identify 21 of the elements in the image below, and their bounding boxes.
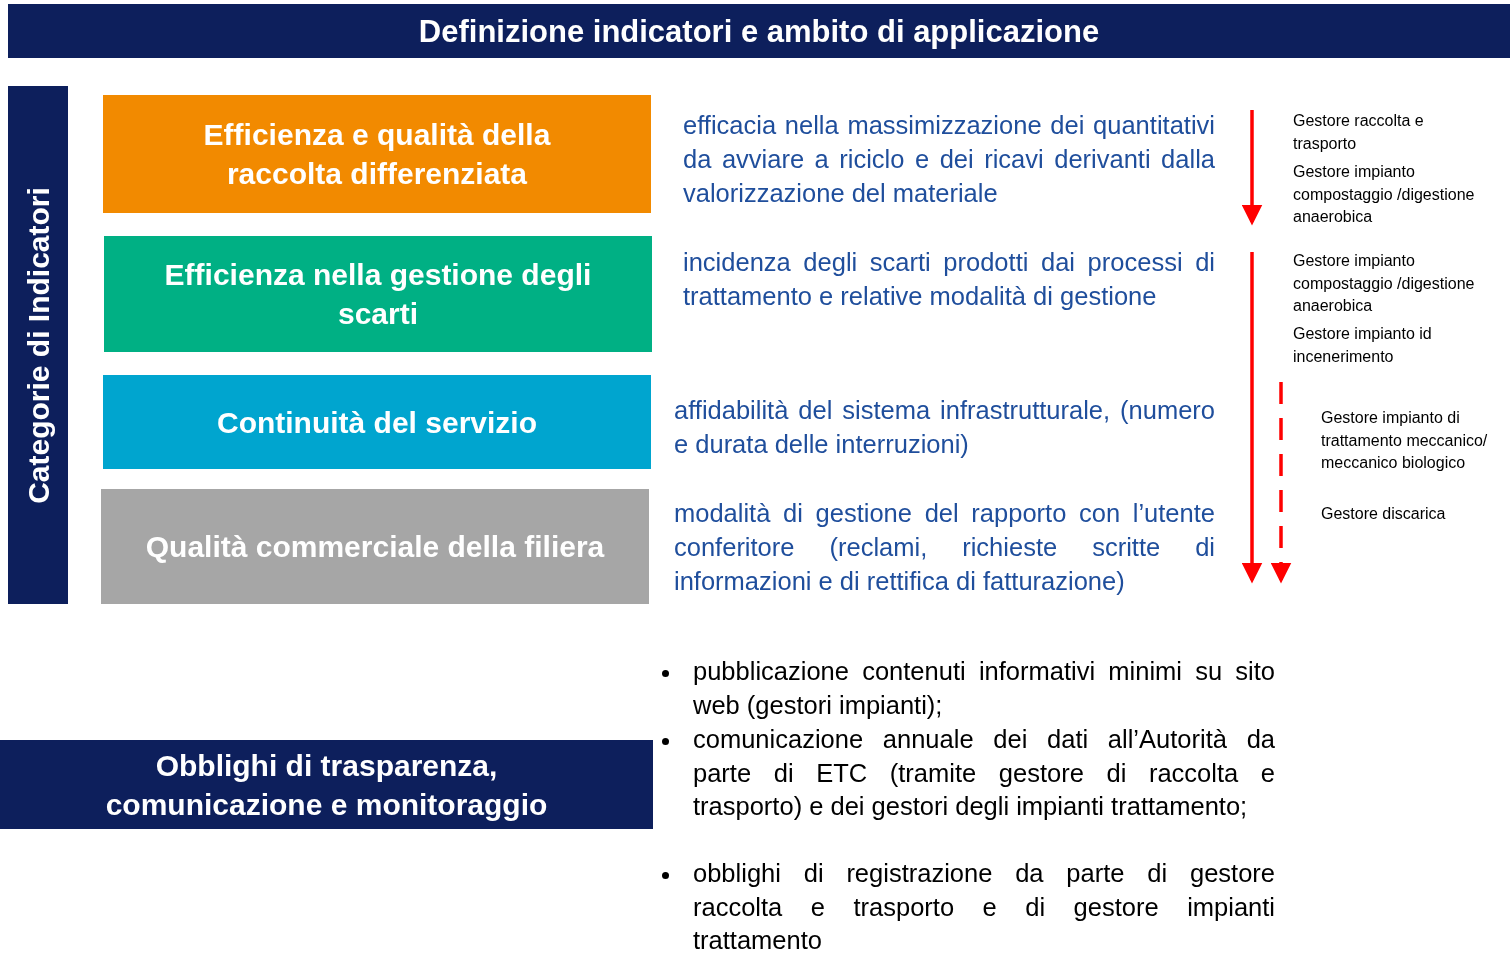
scope-text: Gestore impianto compostaggio /digestione anaerobica	[1293, 251, 1475, 316]
scope-text: Gestore impianto compostaggio /digestione anaerobica	[1293, 162, 1475, 227]
title-banner: Definizione indicatori e ambito di applicazione	[8, 4, 1510, 58]
scope-text: Gestore impianto di trattamento meccanico/ meccanico biologico	[1321, 408, 1489, 473]
description-text: efficacia nella massimizzazione dei quantitativi da avviare a riciclo e dei ricavi derivanti dalla valorizzazione del materiale	[683, 110, 1215, 209]
scope-text: Gestore discarica	[1321, 504, 1447, 524]
side-band	[8, 86, 68, 604]
bullet-item: comunicazione annuale dei dati all’Autorità da parte di ETC (tramite gestore di raccolta e trasporto) e dei gestori degli impianti trattamento;	[693, 724, 1275, 823]
obligations-box: Obblighi di trasparenza, comunicazione e monitoraggio	[0, 740, 653, 829]
category-box: Continuità del servizio	[103, 375, 651, 469]
description-text: modalità di gestione del rapporto con l’utente conferitore (reclami, richieste scritte di informazioni e di rettifica di fatturazione)	[674, 498, 1215, 597]
band-label: Categorie di Indicatori	[20, 186, 56, 504]
description-text: incidenza degli scarti prodotti dai processi di trattamento e relative modalità di gestione	[683, 247, 1215, 312]
description-text: affidabilità del sistema infrastrutturale, (numero e durata delle interruzioni)	[674, 395, 1215, 460]
category-box: Efficienza nella gestione degli scarti	[104, 236, 652, 352]
scope-text: Gestore impianto id incenerimento	[1293, 324, 1433, 367]
bullet-item: pubblicazione contenuti informativi minimi su sito web (gestori impianti);	[693, 656, 1275, 721]
category-box: Qualità commerciale della filiera	[101, 489, 649, 604]
category-box: Efficienza e qualità della raccolta differenziata	[103, 95, 651, 213]
bullet-item: obblighi di registrazione da parte di gestore raccolta e trasporto e di gestore impianti trattamento	[693, 858, 1275, 954]
scope-text: Gestore raccolta e trasporto	[1293, 111, 1425, 154]
